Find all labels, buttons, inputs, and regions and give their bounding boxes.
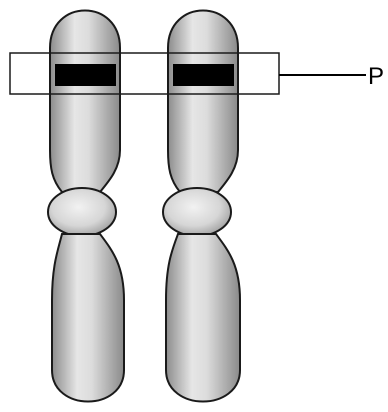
right-lower-arm [166, 234, 240, 402]
right-centromere [163, 188, 231, 236]
left-centromere [48, 188, 116, 236]
left-lower-arm [52, 234, 124, 402]
right-upper-arm [168, 11, 238, 193]
left-band [55, 64, 116, 86]
left-chromatid [48, 11, 124, 402]
right-chromatid [163, 11, 240, 402]
right-band [173, 64, 234, 86]
locus-label: P [368, 63, 384, 90]
left-upper-arm [50, 11, 120, 193]
